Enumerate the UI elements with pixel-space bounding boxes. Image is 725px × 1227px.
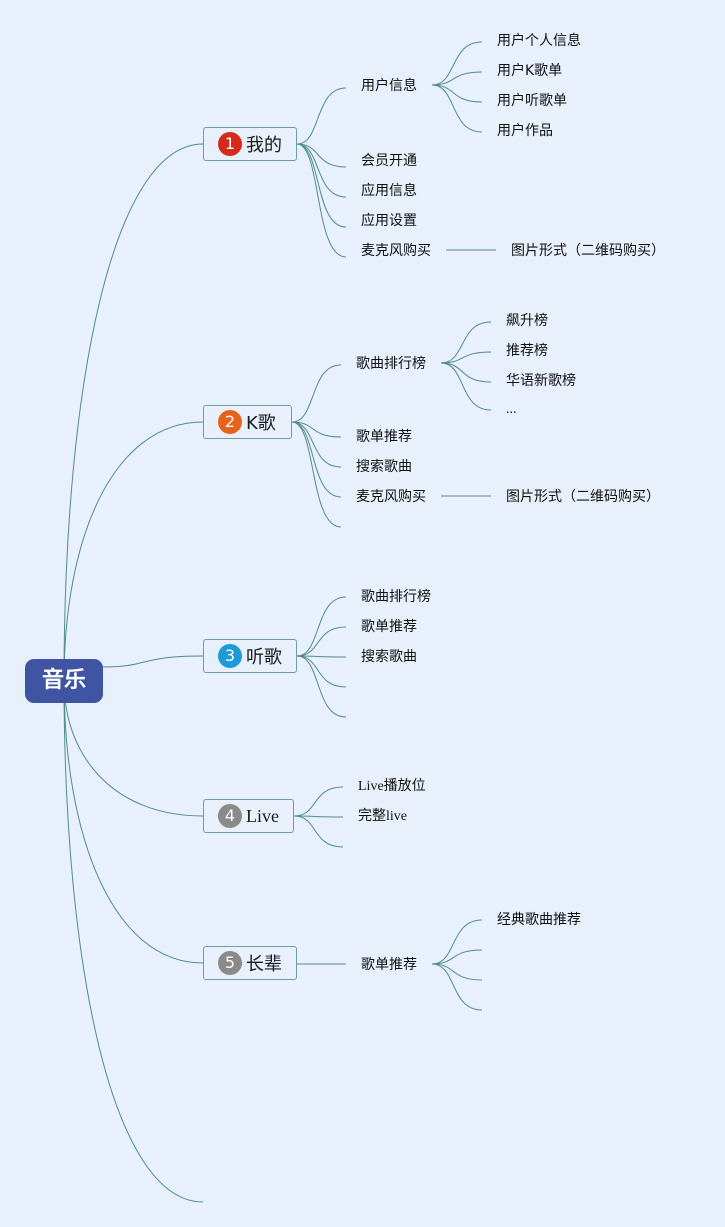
connector-line: [296, 626, 347, 657]
connector-line: [431, 84, 483, 133]
root-node-music[interactable]: 音乐: [25, 659, 103, 703]
connector-line: [293, 786, 344, 817]
priority-5-icon: 5: [218, 951, 242, 975]
connector-line: [296, 143, 347, 258]
connector-line: [63, 421, 204, 682]
priority-4-icon: 4: [218, 804, 242, 828]
branch-label: 听歌: [246, 647, 282, 668]
connector-line: [440, 321, 492, 364]
node-playlist-recommend[interactable]: 歌单推荐: [361, 619, 417, 635]
priority-3-icon: 3: [218, 644, 242, 668]
connector-line: [63, 143, 204, 682]
connector-line: [102, 655, 204, 668]
connector-line: [296, 655, 347, 658]
branch-node-mine[interactable]: 1 我的: [203, 127, 297, 161]
connector-line: [431, 41, 483, 86]
branch-label: Live: [246, 805, 279, 826]
connector-line: [291, 421, 342, 528]
node-song-charts[interactable]: 歌曲排行榜: [361, 589, 431, 605]
connector-line: [291, 364, 342, 423]
branch-node-karaoke[interactable]: 2 K歌: [203, 405, 292, 439]
node-chinese-new-chart[interactable]: 华语新歌榜: [506, 373, 576, 389]
connector-line: [440, 351, 492, 364]
connector-line: [296, 143, 347, 168]
connector-line: [431, 919, 483, 965]
connector-line: [431, 84, 483, 103]
branch-label: K歌: [246, 413, 276, 434]
node-user-listen-list[interactable]: 用户听歌单: [497, 93, 567, 109]
connector-line: [431, 71, 483, 86]
priority-1-icon: 1: [218, 132, 242, 156]
branch-node-live[interactable]: 4 Live: [203, 799, 294, 833]
connector-line: [63, 680, 204, 964]
connector-line: [296, 655, 347, 688]
node-mic-purchase[interactable]: 麦克风购买: [361, 243, 431, 259]
node-song-charts[interactable]: 歌曲排行榜: [356, 356, 426, 372]
connector-line: [440, 362, 492, 383]
node-user-info[interactable]: 用户信息: [361, 78, 417, 94]
node-search-songs[interactable]: 搜索歌曲: [361, 649, 417, 665]
node-live-slot[interactable]: Live播放位: [358, 779, 426, 794]
branch-label: 长辈: [246, 954, 282, 975]
connector-line: [63, 680, 204, 817]
node-rising-chart[interactable]: 飙升榜: [506, 313, 548, 329]
node-playlist-recommend[interactable]: 歌单推荐: [361, 957, 417, 973]
branch-node-listen[interactable]: 3 听歌: [203, 639, 297, 673]
node-qr-image[interactable]: 图片形式（二维码购买）: [506, 489, 660, 505]
connector-line: [291, 421, 342, 468]
connector-line: [296, 596, 347, 657]
node-app-settings[interactable]: 应用设置: [361, 213, 417, 229]
connector-line: [296, 87, 347, 145]
branch-label: 我的: [246, 135, 282, 156]
connector-line: [63, 680, 204, 1203]
node-playlist-recommend[interactable]: 歌单推荐: [356, 429, 412, 445]
node-user-works[interactable]: 用户作品: [497, 123, 553, 139]
connector-line: [440, 362, 492, 411]
node-qr-image[interactable]: 图片形式（二维码购买）: [511, 243, 665, 259]
node-recommend-chart[interactable]: 推荐榜: [506, 343, 548, 359]
connector-line: [291, 421, 342, 438]
node-user-profile[interactable]: 用户个人信息: [497, 33, 581, 49]
priority-2-icon: 2: [218, 410, 242, 434]
node-app-info[interactable]: 应用信息: [361, 183, 417, 199]
connector-line: [296, 655, 347, 718]
node-more[interactable]: ...: [506, 402, 517, 417]
branch-node-elders[interactable]: 5 长辈: [203, 946, 297, 980]
connector-line: [431, 949, 483, 965]
connector-line: [293, 815, 344, 818]
connector-line: [431, 963, 483, 981]
node-mic-purchase[interactable]: 麦克风购买: [356, 489, 426, 505]
node-full-live[interactable]: 完整live: [358, 809, 407, 824]
node-classic-recommend[interactable]: 经典歌曲推荐: [497, 912, 581, 928]
node-user-k-list[interactable]: 用户K歌单: [497, 63, 563, 79]
connector-line: [293, 815, 344, 848]
node-membership[interactable]: 会员开通: [361, 153, 417, 169]
connector-line: [431, 963, 483, 1011]
connector-line: [296, 143, 347, 198]
node-search-songs[interactable]: 搜索歌曲: [356, 459, 412, 475]
